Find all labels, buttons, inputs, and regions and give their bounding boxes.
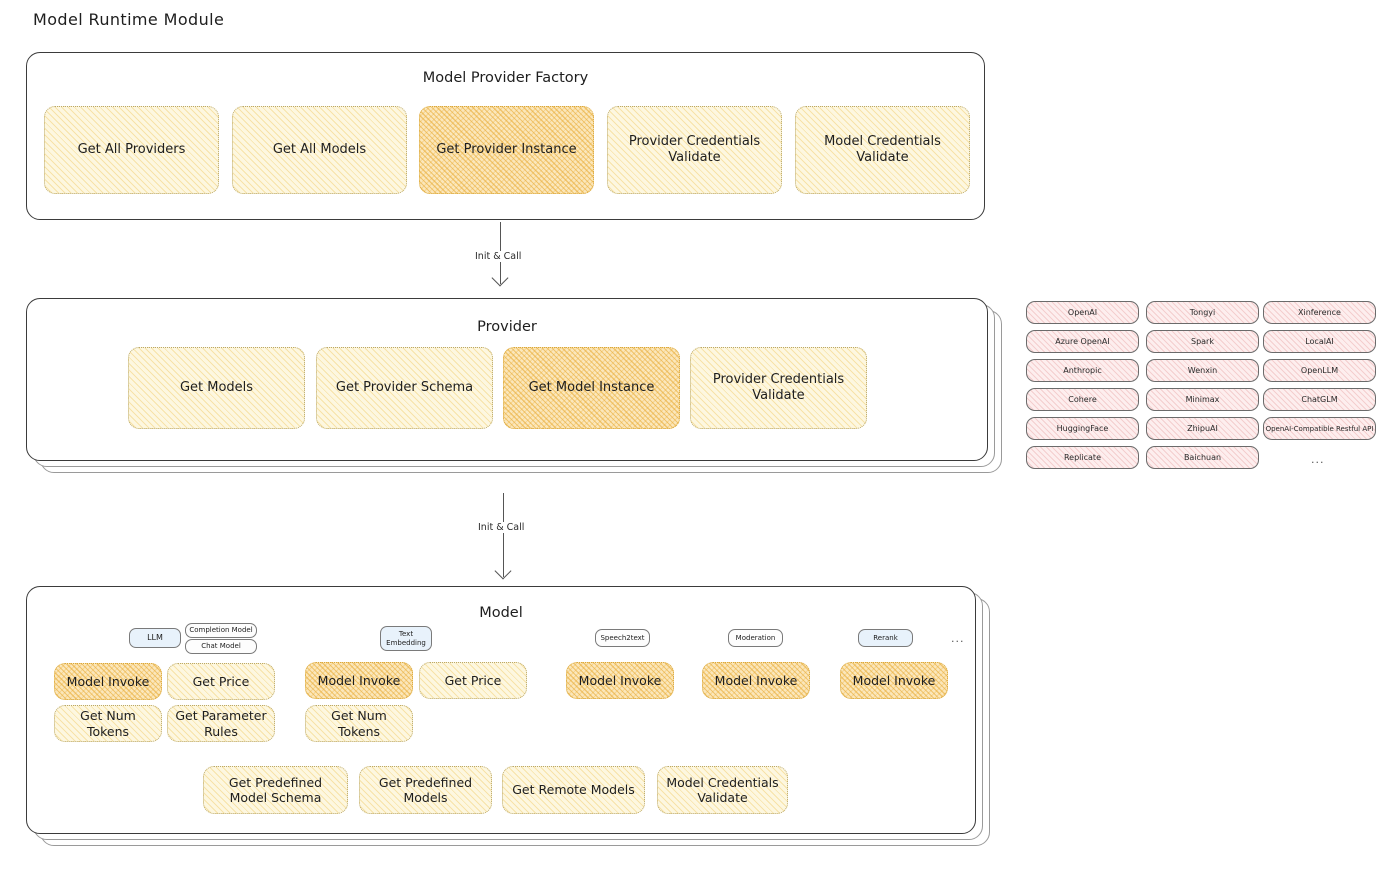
provider-pill-huggingface[interactable]: HuggingFace (1026, 417, 1139, 440)
node-get-all-providers[interactable]: Get All Providers (44, 106, 219, 194)
model-type-badge-speech2text[interactable]: Speech2text (595, 629, 650, 647)
model-subtype-badge-chat-model[interactable]: Chat Model (185, 639, 257, 654)
provider-pill-azure-openai[interactable]: Azure OpenAI (1026, 330, 1139, 353)
arrow-factory-to-provider-label: Init & Call (471, 251, 526, 262)
node-text-embedding-get-price[interactable]: Get Price (419, 662, 527, 699)
node-get-provider-schema[interactable]: Get Provider Schema (316, 347, 493, 429)
provider-pill-xinference[interactable]: Xinference (1263, 301, 1376, 324)
arrow-provider-to-model-head (494, 562, 512, 580)
model-title: Model (479, 605, 523, 621)
node-get-all-models[interactable]: Get All Models (232, 106, 407, 194)
model-type-badge-rerank[interactable]: Rerank (858, 629, 913, 647)
provider-pill-minimax[interactable]: Minimax (1146, 388, 1259, 411)
provider-pill-cohere[interactable]: Cohere (1026, 388, 1139, 411)
node-provider-credentials-validate[interactable]: Provider Credentials Validate (690, 347, 867, 429)
model-provider-factory-title: Model Provider Factory (422, 70, 589, 86)
node-model-credentials-validate[interactable]: Model Credentials Validate (657, 766, 788, 814)
node-llm-model-invoke[interactable]: Model Invoke (54, 663, 162, 700)
node-speech2text-model-invoke[interactable]: Model Invoke (566, 662, 674, 699)
provider-pill-baichuan[interactable]: Baichuan (1146, 446, 1259, 469)
node-llm-get-num-tokens[interactable]: Get Num Tokens (54, 705, 162, 742)
node-get-provider-instance[interactable]: Get Provider Instance (419, 106, 594, 194)
page-title: Model Runtime Module (33, 10, 225, 29)
node-llm-get-parameter-rules[interactable]: Get Parameter Rules (167, 705, 275, 742)
node-get-predefined-model-schema[interactable]: Get Predefined Model Schema (203, 766, 348, 814)
node-provider-credentials-validate-factory[interactable]: Provider Credentials Validate (607, 106, 782, 194)
provider-pill-zhipuai[interactable]: ZhipuAI (1146, 417, 1259, 440)
model-type-badge-text-embedding[interactable]: Text Embedding (380, 626, 432, 651)
node-text-embedding-get-num-tokens[interactable]: Get Num Tokens (305, 705, 413, 742)
provider-pill-spark[interactable]: Spark (1146, 330, 1259, 353)
arrow-provider-to-model-label: Init & Call (474, 522, 529, 533)
arrow-provider-to-model-line (503, 493, 504, 577)
provider-title: Provider (477, 319, 537, 335)
node-model-credentials-validate-factory[interactable]: Model Credentials Validate (795, 106, 970, 194)
provider-pill-openai-compatible-restful-api[interactable]: OpenAI-Compatible Restful API (1263, 417, 1376, 440)
provider-pill-tongyi[interactable]: Tongyi (1146, 301, 1259, 324)
node-moderation-model-invoke[interactable]: Model Invoke (702, 662, 810, 699)
node-get-models[interactable]: Get Models (128, 347, 305, 429)
provider-pill-chatglm[interactable]: ChatGLM (1263, 388, 1376, 411)
node-rerank-model-invoke[interactable]: Model Invoke (840, 662, 948, 699)
node-text-embedding-model-invoke[interactable]: Model Invoke (305, 662, 413, 699)
provider-pill-wenxin[interactable]: Wenxin (1146, 359, 1259, 382)
provider-pill-openllm[interactable]: OpenLLM (1263, 359, 1376, 382)
model-types-ellipsis: ... (951, 632, 965, 645)
arrow-factory-to-provider-head (491, 269, 509, 287)
provider-pill-anthropic[interactable]: Anthropic (1026, 359, 1139, 382)
model-type-badge-moderation[interactable]: Moderation (728, 629, 783, 647)
provider-pill-localai[interactable]: LocalAI (1263, 330, 1376, 353)
model-type-badge-llm[interactable]: LLM (129, 628, 181, 648)
provider-pill-replicate[interactable]: Replicate (1026, 446, 1139, 469)
node-get-model-instance[interactable]: Get Model Instance (503, 347, 680, 429)
model-subtype-badge-completion-model[interactable]: Completion Model (185, 623, 257, 638)
provider-list-ellipsis: ... (1311, 453, 1325, 466)
node-llm-get-price[interactable]: Get Price (167, 663, 275, 700)
node-get-predefined-models[interactable]: Get Predefined Models (359, 766, 492, 814)
node-get-remote-models[interactable]: Get Remote Models (502, 766, 645, 814)
provider-pill-openai[interactable]: OpenAI (1026, 301, 1139, 324)
